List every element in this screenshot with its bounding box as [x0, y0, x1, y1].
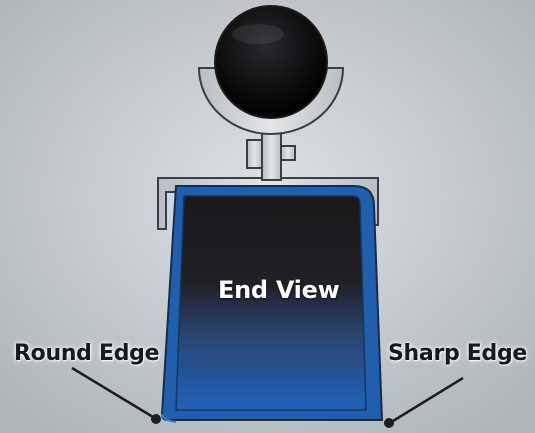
round-edge-leader-dot [151, 414, 161, 424]
knob-icon [214, 5, 328, 119]
round-edge-label: Round Edge [14, 341, 160, 366]
sharp-edge-label: Sharp Edge [388, 341, 528, 366]
pad-icon [160, 185, 384, 423]
end-view-label: End View [218, 276, 340, 304]
sharp-edge-leader-line [392, 376, 464, 423]
sharp-edge-leader-dot [384, 418, 394, 428]
round-edge-leader-line [71, 366, 154, 419]
